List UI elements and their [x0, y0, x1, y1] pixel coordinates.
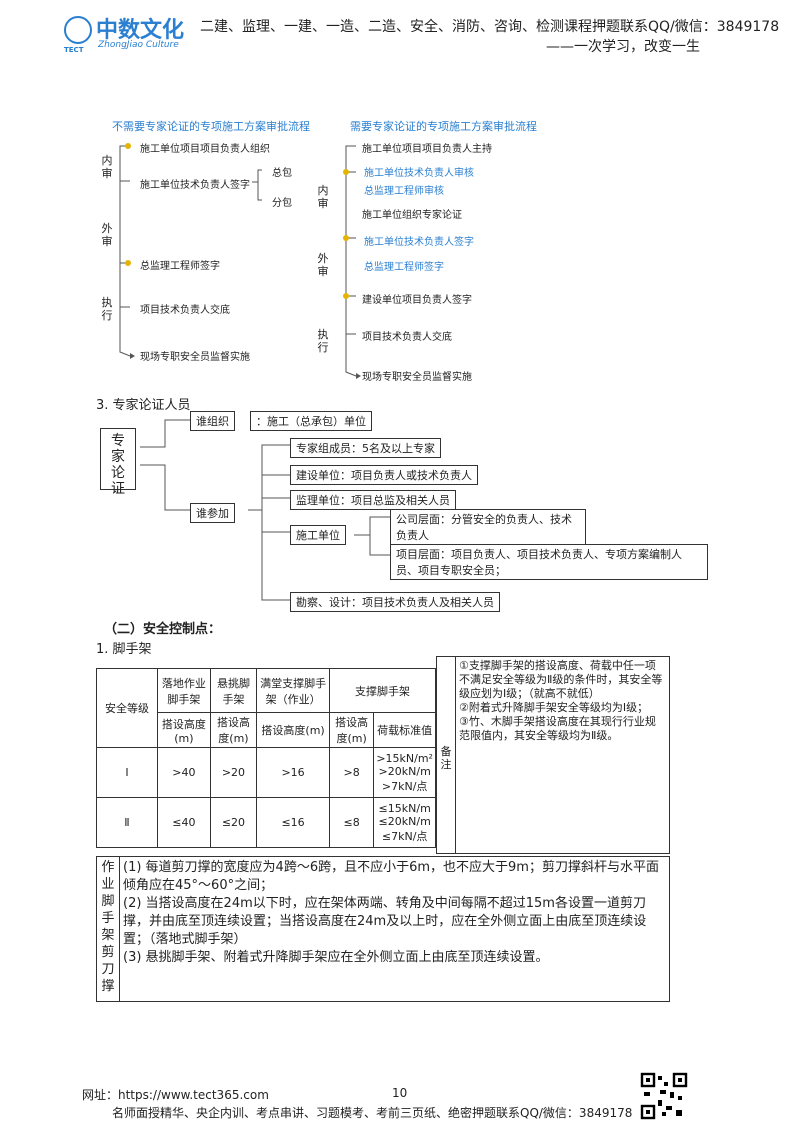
organizer-value: ：施工（总承包）单位	[250, 411, 372, 431]
page-number: 10	[392, 1086, 408, 1100]
construction-sub: 项目层面：项目负责人、项目技术负责人、专项方案编制人员、项目专职安全员；	[390, 544, 708, 580]
logo-en-text: ZhongJiao Culture	[98, 40, 179, 50]
stage-label-external: 外审	[317, 252, 329, 278]
jd-label: 作业脚手架剪刀撑	[101, 860, 115, 994]
table-cell: Ⅰ	[96, 747, 158, 798]
table-cell: ≤20	[209, 797, 258, 848]
footer-contact: 名师面授精华、央企内训、考点串讲、习题模考、考前三页纸、绝密押题联系QQ/微信：…	[112, 1106, 633, 1120]
participant-item: 专家组成员：5名及以上专家	[290, 438, 441, 458]
flow-step: 施工单位技术负责人审核	[364, 168, 474, 179]
stage-label-external: 外审	[101, 222, 113, 248]
flow-right-title: 需要专家论证的专项施工方案审批流程	[350, 120, 537, 133]
header-contact: 二建、监理、一建、一造、二造、安全、消防、咨询、检测课程押题联系QQ/微信：38…	[200, 19, 780, 35]
flow-step: 施工单位组织专家论证	[362, 210, 462, 221]
participant-item: 监理单位：项目总监及相关人员	[290, 490, 456, 510]
table-cell: ≤40	[157, 797, 211, 848]
flow-step: 项目技术负责人交底	[362, 332, 452, 343]
table-cell: ≤8	[328, 797, 375, 848]
expert-tree-lines	[140, 419, 390, 601]
flow-dot	[343, 235, 349, 241]
table-cell: Ⅱ	[96, 797, 158, 848]
logo-tect-text: TECT	[64, 46, 84, 54]
stage-label-internal: 内审	[101, 154, 113, 180]
table-cell: ≤16	[256, 797, 330, 848]
flow-left-title: 不需要专家论证的专项施工方案审批流程	[112, 120, 310, 133]
table-cell: >20	[209, 747, 258, 798]
scaffold-table: 安全等级 落地作业脚手架 悬挑脚手架 满堂支撑脚手架（作业） 支撑脚手架 搭设高…	[96, 668, 437, 848]
flow-step: 施工单位技术负责人签字	[140, 180, 250, 191]
participant-item: 建设单位：项目负责人或技术负责人	[290, 465, 478, 485]
flow-dot	[125, 143, 131, 149]
jd-item: (2) 当搭设高度在24m以下时，应在架体两端、转角及中间每隔不超过15m各设置…	[123, 896, 647, 947]
note-item: ①支撑脚手架的搭设高度、荷载中任一项不满足安全等级为Ⅱ级的条件时，其安全等级应划…	[459, 659, 663, 700]
construction-sub: 公司层面：分管安全的负责人、技术负责人	[390, 509, 586, 545]
flow-step: 施工单位技术负责人签字	[364, 237, 474, 248]
flow-step: 项目技术负责人交底	[140, 305, 230, 316]
participant-label: 谁参加	[190, 503, 235, 523]
sub-header: 荷载标准值	[373, 712, 436, 748]
flow-branch: 总包	[272, 168, 292, 179]
globe-icon	[64, 16, 92, 44]
flow-dot	[343, 293, 349, 299]
stage-label-execute: 执行	[317, 328, 329, 354]
stage-label-internal: 内审	[317, 184, 329, 210]
jd-item: (3) 悬挑脚手架、附着式升降脚手架应在全外侧立面上由底至顶连续设置。	[123, 950, 549, 965]
section-heading: （二）安全控制点：	[104, 622, 222, 637]
flow-step: 施工单位项目项目负责人组织	[140, 144, 270, 155]
sub-header: 搭设高度(m)	[209, 712, 258, 748]
company-logo: 中数文化 ZhongJiao Culture TECT	[60, 12, 220, 56]
stage-label-execute: 执行	[101, 296, 113, 322]
table-cell: >8	[328, 747, 375, 798]
logo-text: 中数文化	[96, 17, 185, 43]
flow-dot	[125, 260, 131, 266]
table-cell: >16	[256, 747, 330, 798]
tree-root: 专家论证	[100, 428, 136, 497]
table-cell: >15kN/m² >20kN/m >7kN/点	[373, 747, 436, 798]
note-label: 备注	[440, 745, 452, 771]
sub-header: 搭设高度(m)	[157, 712, 211, 748]
note-item: ③竹、木脚手架搭设高度在其现行行业规范限值内，其安全等级均为Ⅱ级。	[459, 715, 656, 742]
col-level: 安全等级	[96, 668, 158, 748]
footer-url: 网址：https://www.tect365.com	[82, 1088, 269, 1102]
col-group: 支撑脚手架	[328, 668, 437, 713]
jd-item: (1) 每道剪刀撑的宽度应为4跨～6跨，且不应小于6m，也不应大于9m；剪刀撑斜…	[123, 860, 659, 893]
participant-item: 勘察、设计：项目技术负责人及相关人员	[290, 592, 500, 612]
header-slogan: ——一次学习，改变一生	[546, 39, 700, 55]
flow-step: 现场专职安全员监督实施	[140, 352, 250, 363]
note-item: ②附着式升降脚手架安全等级均为Ⅰ级；	[459, 701, 649, 714]
organizer-label: 谁组织	[190, 411, 235, 431]
sub-header: 搭设高度(m)	[328, 712, 375, 748]
scissor-brace-box: 作业脚手架剪刀撑 (1) 每道剪刀撑的宽度应为4跨～6跨，且不应小于6m，也不应…	[96, 856, 670, 1002]
notes: ①支撑脚手架的搭设高度、荷载中任一项不满足安全等级为Ⅱ级的条件时，其安全等级应划…	[459, 659, 665, 743]
flow-step: 总监理工程师签字	[140, 261, 220, 272]
section-heading: 3. 专家论证人员	[96, 398, 191, 413]
qr-code-icon	[640, 1072, 688, 1120]
participant-item: 施工单位	[290, 525, 346, 545]
flow-dot	[343, 169, 349, 175]
jd-items: (1) 每道剪刀撑的宽度应为4跨～6跨，且不应小于6m，也不应大于9m；剪刀撑斜…	[123, 859, 663, 967]
col-group: 悬挑脚手架	[209, 668, 258, 713]
flow-step: 现场专职安全员监督实施	[362, 372, 472, 383]
flow-step: 总监理工程师签字	[364, 262, 444, 273]
table-cell: ≤15kN/m ≤20kN/m ≤7kN/点	[373, 797, 436, 848]
sub-heading: 1. 脚手架	[96, 642, 152, 657]
flow-step: 建设单位项目负责人签字	[362, 295, 472, 306]
flow-step: 总监理工程师审核	[364, 186, 444, 197]
col-group: 满堂支撑脚手架（作业）	[256, 668, 330, 713]
sub-header: 搭设高度(m)	[256, 712, 330, 748]
flow-branch: 分包	[272, 198, 292, 209]
col-group: 落地作业脚手架	[157, 668, 211, 713]
table-cell: >40	[157, 747, 211, 798]
note-box: 备注 ①支撑脚手架的搭设高度、荷载中任一项不满足安全等级为Ⅱ级的条件时，其安全等…	[436, 656, 670, 854]
flow-step: 施工单位项目项目负责人主持	[362, 144, 492, 155]
